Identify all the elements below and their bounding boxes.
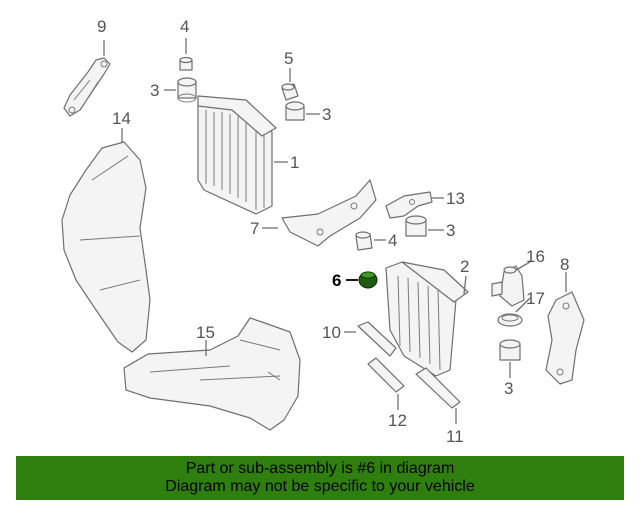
callout-16: 16 bbox=[526, 247, 545, 266]
callout-6: 6 bbox=[332, 271, 341, 290]
callout-4: 4 bbox=[180, 17, 189, 36]
callout-14: 14 bbox=[112, 109, 131, 128]
callout-5: 5 bbox=[284, 49, 293, 68]
part-3-grommet-d bbox=[499, 339, 521, 361]
callout-8: 8 bbox=[560, 255, 569, 274]
callout-9: 9 bbox=[97, 17, 106, 36]
part-6-cap bbox=[358, 271, 378, 289]
part-5-mount bbox=[281, 83, 299, 101]
part-3-grommet-a bbox=[177, 77, 197, 103]
parts-diagram: 9 4 3 5 3 14 1 13 7 4 3 16 6 2 8 17 10 1… bbox=[61, 17, 585, 446]
part-3-grommet-c bbox=[405, 215, 427, 237]
part-12-strip bbox=[367, 357, 405, 393]
part-9-bracket bbox=[63, 57, 111, 117]
banner-line-disclaimer: Diagram may not be specific to your vehi… bbox=[165, 478, 475, 495]
callout-4: 4 bbox=[388, 231, 397, 250]
callout-15: 15 bbox=[196, 323, 215, 342]
part-16-fitting bbox=[491, 265, 525, 307]
callout-1: 1 bbox=[290, 153, 299, 172]
callout-10: 10 bbox=[322, 323, 341, 342]
callout-3: 3 bbox=[446, 221, 455, 240]
part-7-bracket bbox=[281, 179, 377, 247]
part-1-radiator bbox=[197, 95, 277, 215]
callout-17: 17 bbox=[526, 289, 545, 308]
part-4-bushing-top bbox=[179, 56, 193, 71]
part-8-bracket bbox=[545, 291, 585, 385]
callout-2: 2 bbox=[460, 257, 469, 276]
part-3-grommet-b bbox=[285, 101, 305, 121]
part-info-banner: Part or sub-assembly is #6 in diagram Di… bbox=[16, 456, 624, 500]
part-11-strip bbox=[415, 367, 461, 409]
part-2-oil-cooler bbox=[385, 261, 469, 377]
part-15-lower-duct bbox=[123, 317, 301, 431]
callout-labels: 9 4 3 5 3 14 1 13 7 4 3 16 6 2 8 17 10 1… bbox=[97, 17, 569, 446]
callout-3: 3 bbox=[322, 105, 331, 124]
callout-13: 13 bbox=[446, 189, 465, 208]
part-17-clamp bbox=[497, 313, 523, 327]
banner-line-part: Part or sub-assembly is #6 in diagram bbox=[185, 460, 455, 477]
leader-lines bbox=[103, 38, 567, 424]
callout-12: 12 bbox=[388, 411, 407, 430]
part-13-bracket bbox=[385, 191, 433, 219]
callout-7: 7 bbox=[250, 219, 259, 238]
callout-3: 3 bbox=[150, 81, 159, 100]
part-10-strip bbox=[357, 321, 397, 357]
callout-11: 11 bbox=[446, 427, 464, 446]
part-4-bushing-b bbox=[355, 231, 373, 251]
callout-3: 3 bbox=[504, 379, 513, 398]
part-14-air-duct bbox=[61, 141, 151, 353]
